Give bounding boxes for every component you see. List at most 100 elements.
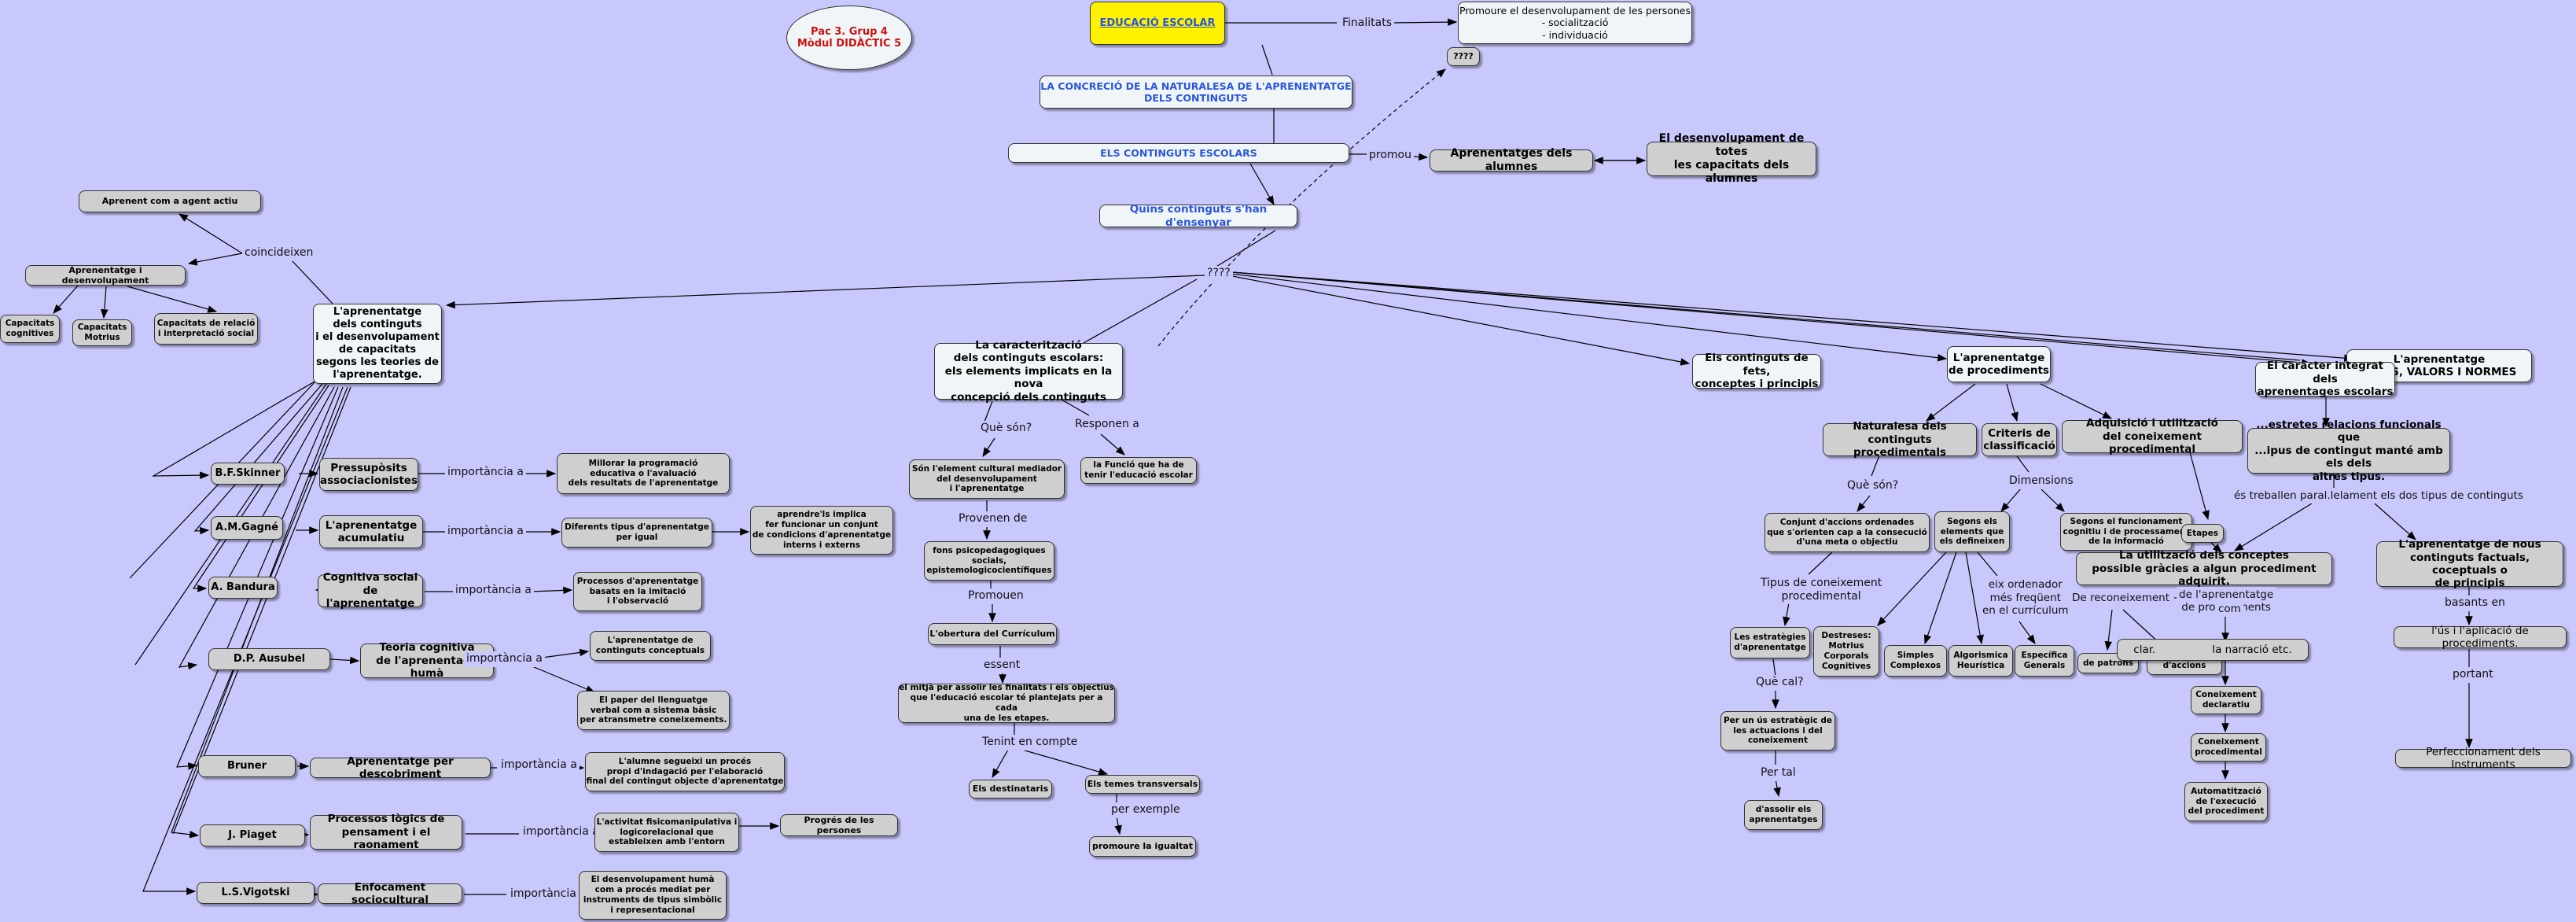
node-activitat[interactable]: L'activitat fisicomanipulativa i logicor… [594, 813, 739, 852]
clar-text: clar. [2133, 643, 2156, 656]
node-fets-conceptes[interactable]: Els continguts de fets, conceptes i prin… [1692, 352, 1821, 390]
node-teories-aprenentatge[interactable]: L'aprenentatge dels continguts i el dese… [313, 304, 442, 384]
node-temes-transversals[interactable]: Els temes transversals [1085, 775, 1200, 794]
node-segons-funcionament[interactable]: Segons el funcionament cognitiu i de pro… [2060, 513, 2192, 551]
label-per-exemple: per exemple [1109, 802, 1183, 818]
node-processos-imitacio[interactable]: Processos d'aprenentatge basats en la im… [573, 572, 702, 611]
label-coincideixen: coincideixen [242, 245, 316, 261]
node-capacitats-cognitives[interactable]: Capacitats cognitives [0, 315, 60, 343]
node-assolir[interactable]: d'assolir els aprenentatges [1744, 800, 1823, 830]
node-naturalesa[interactable]: Naturalesa dels continguts procedimental… [1823, 420, 1977, 459]
node-aprenentatge-procediments[interactable]: L'aprenentatge de procediments [1947, 346, 2051, 382]
label-per-tal: Per tal [1758, 765, 1798, 781]
node-estretes[interactable]: ...estretes relacions funcionals que ...… [2247, 419, 2450, 483]
label-importancia-1: importància a [445, 465, 526, 481]
node-automatitzacio[interactable]: Automatització de l'execució del procedi… [2184, 782, 2268, 821]
node-sociocultural[interactable]: Enfocament sociocultural [318, 881, 462, 906]
node-pressuposits[interactable]: Pressupòsits associacionistes [319, 458, 418, 491]
node-conjunt-accions[interactable]: Conjunt d'accions ordenades que s'orient… [1765, 513, 1930, 552]
node-bruner[interactable]: Bruner [198, 755, 296, 777]
node-educacio-escolar[interactable]: EDUCACIÓ ESCOLAR [1090, 2, 1225, 45]
node-nous-continguts[interactable]: L'aprenentatge de nous continguts factua… [2376, 538, 2563, 589]
node-aprendre-implica[interactable]: aprendre'ls implica fer funcionar un con… [750, 506, 893, 555]
node-millorar[interactable]: Millorar la programació educativa o l'av… [557, 453, 730, 494]
node-llenguatge[interactable]: El paper del llenguatge verbal com a sis… [577, 691, 730, 730]
node-utilitzacio-conceptes[interactable]: La utilització dels conceptes possible g… [2076, 549, 2332, 588]
node-etapes[interactable]: Etapes [2181, 524, 2224, 543]
node-igualtat[interactable]: promoure la igualtat [1089, 836, 1196, 857]
label-que-cal: Què cal? [1754, 675, 1806, 691]
label-finalitats: Finalitats [1340, 16, 1395, 31]
node-desenvolupament-capacitats[interactable]: El desenvolupament de totes les capacita… [1647, 132, 1816, 185]
node-simples[interactable]: Simples Complexos [1884, 645, 1947, 677]
node-mitja[interactable]: el mitjà per assolir les finalitats i el… [898, 683, 1115, 723]
node-bandura[interactable]: A. Bandura [208, 577, 278, 599]
label-basants: basants en [2442, 596, 2508, 611]
label-promouen: Promouen [966, 588, 1026, 604]
node-desenvolupament-huma[interactable]: El desenvolupament humà com a procés med… [579, 871, 727, 920]
node-gagne[interactable]: A.M.Gagné [211, 516, 283, 540]
label-importancia-3: importància a [453, 583, 534, 599]
node-clar-narracio[interactable]: clar. la narració etc. [2117, 639, 2309, 661]
label-com: com [2216, 601, 2243, 617]
label-importancia-5: importància a [499, 758, 580, 773]
node-aprenentatges-alumnes[interactable]: Aprenentatges dels alumnes [1430, 147, 1593, 173]
node-conceptuals[interactable]: L'aprenentatge de continguts conceptuals [590, 631, 711, 661]
node-perfeccionament[interactable]: Perfeccionament dels Instruments [2395, 746, 2571, 771]
node-capacitats-relacio[interactable]: Capacitats de relació i interpretació so… [154, 313, 258, 345]
node-piaget[interactable]: J. Piaget [200, 824, 305, 846]
node-diferents[interactable]: Diferents tipus d'aprenentatge per igual [561, 518, 712, 548]
node-skinner[interactable]: B.F.Skinner [211, 463, 285, 485]
node-aprenentatge-desenvolupament[interactable]: Aprenentatge i desenvolupament [25, 265, 186, 286]
node-progres[interactable]: Progrés de les persones [780, 814, 898, 836]
label-tipus-coneixement: Tipus de coneixement procedimental [1758, 576, 1885, 604]
node-quins-continguts[interactable]: Quins continguts s'han d'ensenyar [1099, 203, 1297, 229]
node-especifica[interactable]: Específica Generals [2015, 645, 2074, 677]
node-continguts-escolars[interactable]: ELS CONTINGUTS ESCOLARS [1008, 143, 1349, 163]
node-caracter-integrat[interactable]: El caràcter integrat dels aprenentages e… [2255, 360, 2395, 398]
label-tenint: Tenint en compte [980, 735, 1080, 751]
node-procedimental[interactable]: Coneixement procedimental [2191, 733, 2266, 762]
node-alumne-segueix[interactable]: L'alumne segueixi un procés propi d'inda… [585, 752, 785, 791]
label-eix-ordenador: eix ordenador més freqüent en el currícu… [1980, 576, 2071, 620]
label-portant: portant [2450, 667, 2496, 683]
node-us-estrategic[interactable]: Per un ús estratègic de les actuacions i… [1720, 711, 1835, 751]
node-element-cultural[interactable]: Són l'element cultural mediador del dese… [909, 459, 1065, 499]
title-line2: Mòdul DIDÀCTIC 5 [797, 38, 902, 50]
label-provenen: Provenen de [956, 511, 1030, 527]
node-destinataris[interactable]: Els destinataris [969, 780, 1052, 798]
node-descobriment[interactable]: Aprenentatge per descobriment [310, 755, 491, 780]
label-responen: Responen a [1073, 417, 1142, 433]
node-aprenent-actiu[interactable]: Aprenent com a agent actiu [79, 190, 261, 212]
node-estrategies[interactable]: Les estratègies d'aprenentatge [1730, 627, 1810, 658]
node-ausubel[interactable]: D.P. Ausubel [208, 648, 330, 670]
node-fons[interactable]: fons psicopedagogiques socials, epistemo… [924, 541, 1054, 581]
label-que-son-2: Què són? [1845, 478, 1901, 494]
label-promou: promou [1367, 148, 1414, 164]
narracio-text: la narració etc. [2212, 643, 2292, 656]
node-declaratiu[interactable]: Coneixement declaratiu [2191, 686, 2261, 714]
node-obertura[interactable]: L'obertura del Currículum [928, 623, 1057, 645]
node-processos-logics[interactable]: Processos lògics de pensament i el raona… [310, 813, 462, 851]
node-acumulatiu[interactable]: L'aprenentatge acumulatiu [319, 515, 423, 548]
node-teoria-cognitiva[interactable]: Teoria cognitiva de l'aprenentage humà [360, 641, 494, 680]
node-cognitiva-social[interactable]: Cognitiva social de l'aprenentatge [318, 571, 423, 610]
node-segons-elements[interactable]: Segons els elements que els defineixen [1934, 511, 2010, 552]
node-capacitats-motrius[interactable]: Capacitats Motrius [72, 319, 132, 346]
node-destreses[interactable]: Destreses: Motrius Corporals Cognitives [1813, 626, 1879, 677]
node-vigotski[interactable]: L.S.Vigotski [197, 882, 315, 904]
node-us-aplicacio[interactable]: l'ús i l'aplicació de procediments. [2394, 625, 2567, 650]
node-funcio[interactable]: la Funció que ha de tenir l'educació esc… [1080, 457, 1197, 484]
node-criteris[interactable]: Criteris de classificació [1982, 423, 2057, 456]
node-adquisicio[interactable]: Adquisició i utilització del coneixement… [2062, 417, 2243, 455]
label-importancia-2: importància a [445, 524, 526, 540]
node-q4[interactable]: ???? [1447, 47, 1480, 66]
node-promoure[interactable]: Promoure el desenvolupament de les perso… [1458, 2, 1692, 44]
node-caracteritzacio[interactable]: La caracterització dels continguts escol… [934, 339, 1123, 404]
node-algorismica[interactable]: Algorismica Heurística [1949, 645, 2013, 677]
node-concrecio[interactable]: LA CONCRECIÓ DE LA NATURALESA DE L'APREN… [1040, 76, 1352, 109]
label-importancia-6: importància a [521, 824, 602, 840]
